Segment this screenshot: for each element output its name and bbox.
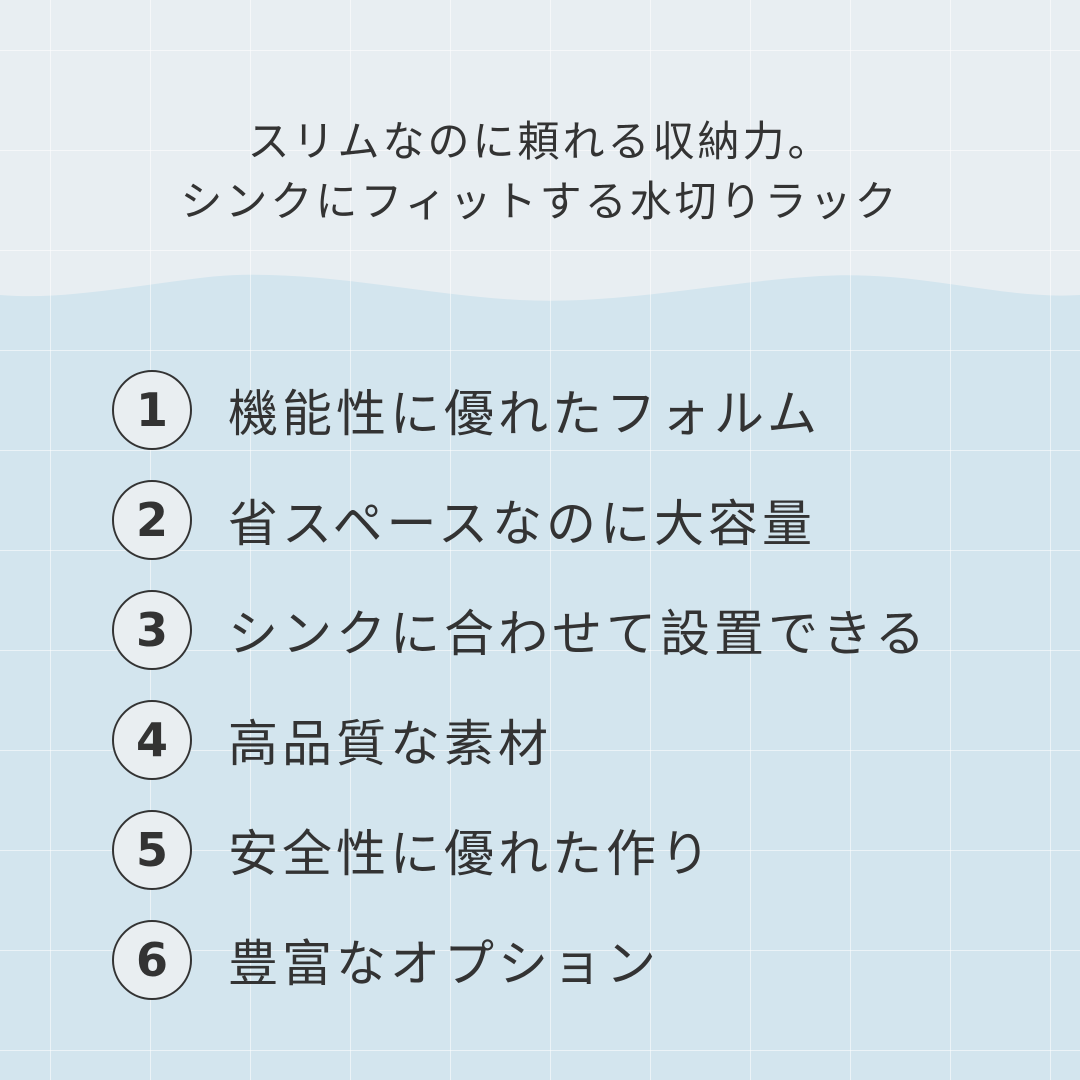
feature-label: 機能性に優れたフォルム: [228, 385, 821, 443]
number-badge: 1: [112, 370, 192, 450]
feature-label: 高品質な素材: [228, 715, 552, 773]
feature-item: 5 安全性に優れた作り: [112, 807, 714, 893]
feature-item: 4 高品質な素材: [112, 697, 552, 783]
feature-label: 豊富なオプション: [228, 935, 660, 993]
headline-line-2: シンクにフィットする水切りラック: [180, 177, 900, 226]
feature-label: 安全性に優れた作り: [228, 825, 714, 883]
feature-item: 3 シンクに合わせて設置できる: [112, 587, 929, 673]
feature-label: シンクに合わせて設置できる: [228, 605, 929, 663]
number-badge: 3: [112, 590, 192, 670]
number-badge: 4: [112, 700, 192, 780]
feature-label: 省スペースなのに大容量: [228, 495, 816, 553]
number-badge: 2: [112, 480, 192, 560]
headline-line-1: スリムなのに頼れる収納力。: [247, 117, 833, 166]
feature-item: 6 豊富なオプション: [112, 917, 660, 1003]
feature-item: 2 省スペースなのに大容量: [112, 477, 816, 563]
number-badge: 5: [112, 810, 192, 890]
number-badge: 6: [112, 920, 192, 1000]
feature-item: 1 機能性に優れたフォルム: [112, 367, 821, 453]
